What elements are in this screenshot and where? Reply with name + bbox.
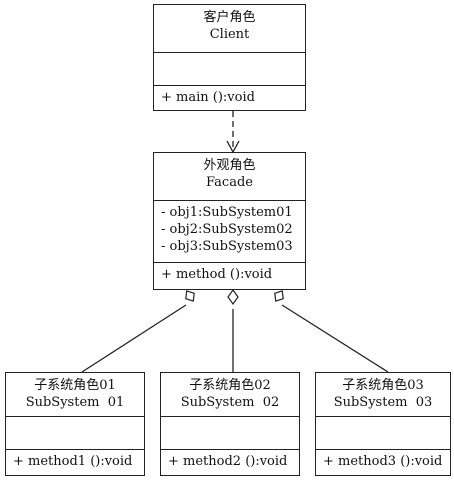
- facade-class: 外观角色 Facade - obj1:SubSystem01 - obj2:Su…: [153, 152, 306, 290]
- client-name-cn: 客户角色: [203, 10, 256, 25]
- facade-attribute: - obj2:SubSystem02: [161, 222, 293, 237]
- subsystem-03-name-cn: 子系统角色03: [342, 378, 424, 393]
- aggregation-diamond-1: [185, 290, 195, 302]
- subsystem-02-name-cn: 子系统角色02: [189, 378, 271, 393]
- subsystem-01-class: 子系统角色01 SubSystem 01 + method1 ():void: [5, 372, 145, 476]
- client-attributes: [154, 53, 305, 86]
- client-class: 客户角色 Client + main ():void: [153, 4, 306, 111]
- subsystem-02-operation: + method2 ():void: [168, 454, 288, 469]
- aggregation-diamond-3: [274, 290, 284, 302]
- client-class-name: 客户角色 Client: [154, 5, 305, 53]
- subsystem-01-name-en: SubSystem 01: [25, 395, 125, 410]
- subsystem-03-name-en: SubSystem 03: [333, 395, 433, 410]
- aggregation-line-3: [281, 304, 389, 373]
- subsystem-01-name: 子系统角色01 SubSystem 01: [6, 373, 144, 417]
- subsystem-02-attributes: [161, 417, 299, 450]
- subsystem-02-class: 子系统角色02 SubSystem 02 + method2 ():void: [160, 372, 300, 476]
- subsystem-03-operation: + method3 ():void: [323, 454, 443, 469]
- facade-attributes: - obj1:SubSystem01 - obj2:SubSystem02 - …: [154, 201, 305, 263]
- subsystem-01-name-cn: 子系统角色01: [34, 378, 116, 393]
- subsystem-02-name: 子系统角色02 SubSystem 02: [161, 373, 299, 417]
- subsystem-01-operation: + method1 ():void: [13, 454, 133, 469]
- subsystem-03-attributes: [316, 417, 450, 450]
- client-name-en: Client: [209, 27, 250, 42]
- facade-name-cn: 外观角色: [203, 158, 256, 173]
- subsystem-03-class: 子系统角色03 SubSystem 03 + method3 ():void: [315, 372, 451, 476]
- client-operation: + main ():void: [161, 90, 255, 105]
- aggregation-line-1: [81, 304, 187, 373]
- facade-name-en: Facade: [206, 175, 253, 190]
- subsystem-01-attributes: [6, 417, 144, 450]
- subsystem-03-name: 子系统角色03 SubSystem 03: [316, 373, 450, 417]
- subsystem-02-name-en: SubSystem 02: [180, 395, 280, 410]
- facade-attribute: - obj3:SubSystem03: [161, 239, 293, 254]
- aggregation-diamond-2: [227, 288, 239, 306]
- facade-class-name: 外观角色 Facade: [154, 153, 305, 201]
- facade-operation: + method ():void: [161, 267, 273, 282]
- facade-attribute: - obj1:SubSystem01: [161, 205, 293, 220]
